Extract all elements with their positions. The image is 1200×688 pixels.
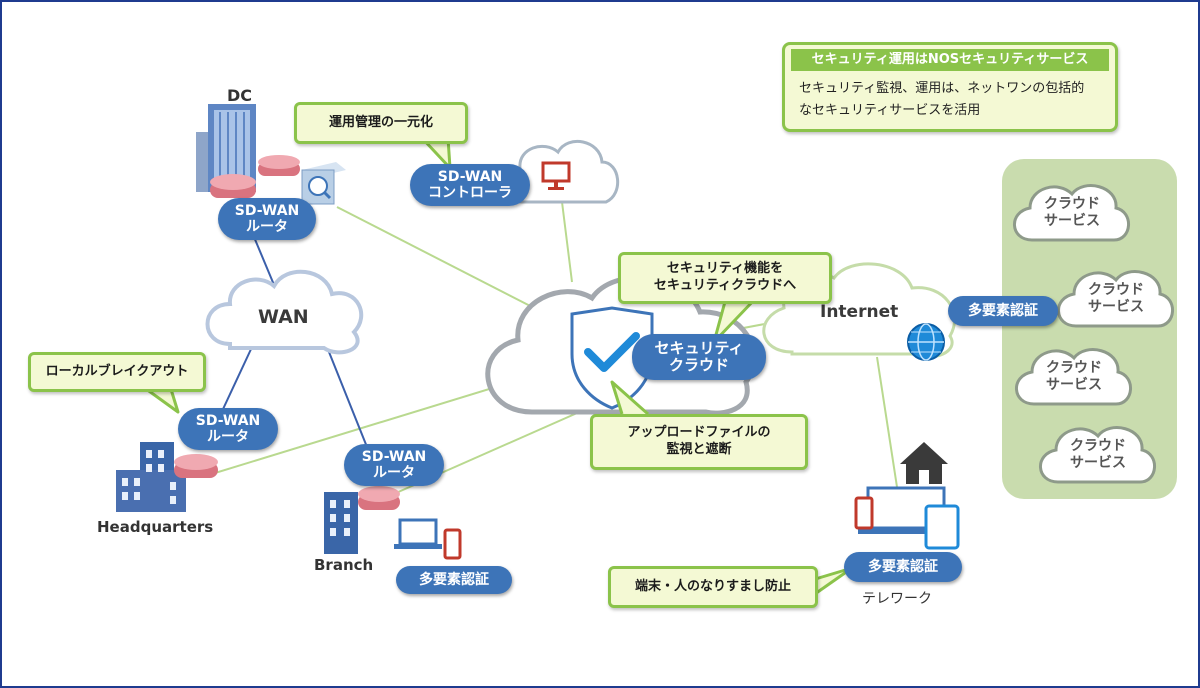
pill-line1: SD-WAN	[234, 202, 300, 219]
pill-line1: SD-WAN	[195, 412, 261, 429]
pill-line1: セキュリティ	[654, 338, 744, 357]
cloud-service-line1: クラウド	[1044, 196, 1100, 212]
cloud-service-line2: サービス	[1088, 298, 1144, 315]
info-box-body-line1: セキュリティ監視、運用は、ネットワンの包括的	[799, 81, 1085, 96]
firewall-icon	[301, 162, 346, 205]
cloud-service-shape-3	[1015, 348, 1132, 406]
hq-building-icon	[116, 442, 186, 512]
cloud-service-label-3: クラウド サービス	[1034, 360, 1114, 394]
cloud-service-shape-1	[1013, 184, 1130, 242]
callout-text: 運用管理の一元化	[328, 114, 433, 130]
cloud-service-line1: クラウド	[1088, 282, 1144, 298]
pill-line2: コントローラ	[428, 185, 512, 201]
tablet-icon	[924, 504, 960, 550]
router-icon	[174, 454, 218, 478]
smartphone-icon	[854, 496, 874, 530]
pill-line1: SD-WAN	[361, 448, 427, 465]
callout-text-line2: 監視と遮断	[666, 442, 732, 457]
router-icon	[358, 486, 400, 510]
router-icon	[210, 174, 256, 198]
callout-text-line2: セキュリティクラウドへ	[653, 278, 797, 293]
callout-tail-breakout	[141, 384, 180, 414]
pill-text: 多要素認証	[968, 302, 1038, 319]
cloud-service-line2: サービス	[1046, 376, 1102, 393]
house-icon	[900, 442, 948, 484]
pill-line2: ルータ	[246, 219, 288, 235]
cloud-service-line1: クラウド	[1070, 438, 1126, 454]
link-wan-branch	[326, 346, 368, 448]
dc-router-pill[interactable]: SD-WAN ルータ	[218, 198, 316, 240]
link-hq-security	[201, 381, 513, 478]
callout-text: 端末・人のなりすまし防止	[634, 578, 791, 594]
branch-router-pill[interactable]: SD-WAN ルータ	[344, 444, 444, 486]
cloud-service-line1: クラウド	[1046, 360, 1102, 376]
check-mark	[584, 332, 640, 372]
callout-upload-monitoring: アップロードファイルの 監視と遮断	[590, 414, 808, 470]
callout-text-line1: アップロードファイルの	[627, 425, 771, 441]
info-box-title: セキュリティ運用はNOSセキュリティサービス	[791, 49, 1109, 71]
callout-local-breakout: ローカルブレイクアウト	[28, 352, 206, 392]
callout-tail-upload	[610, 380, 649, 416]
pill-line2: クラウド	[668, 356, 729, 374]
pill-line2: ルータ	[207, 429, 249, 445]
site-label-telework: テレワーク	[862, 591, 932, 607]
info-box-body-line2: なセキュリティサービスを活用	[799, 103, 981, 118]
security-cloud-pill[interactable]: セキュリティ クラウド	[632, 334, 766, 380]
cloud-service-shape-2	[1057, 270, 1174, 328]
wan-cloud-shape	[205, 269, 364, 355]
site-label-dc: DC	[227, 86, 253, 105]
wan-label: WAN	[258, 306, 309, 328]
smartphone-icon	[443, 528, 462, 560]
hq-router-pill[interactable]: SD-WAN ルータ	[178, 408, 278, 450]
callout-text-line1: セキュリティ機能を	[666, 261, 784, 277]
cloud-service-line2: サービス	[1070, 454, 1126, 471]
cloud-service-shape-4	[1039, 426, 1156, 484]
callout-text: ローカルブレイクアウト	[45, 363, 189, 379]
router-icon	[258, 155, 300, 176]
info-box: セキュリティ運用はNOSセキュリティサービス セキュリティ監視、運用は、ネットワ…	[782, 42, 1118, 132]
controller-pill[interactable]: SD-WAN コントローラ	[410, 164, 530, 206]
pill-text: 多要素認証	[419, 571, 489, 588]
link-internet-telework	[876, 356, 898, 488]
callout-central-management: 運用管理の一元化	[294, 102, 468, 144]
pill-line1: SD-WAN	[437, 168, 503, 185]
callout-security-to-cloud: セキュリティ機能を セキュリティクラウドへ	[618, 252, 832, 304]
branch-building-icon	[324, 492, 358, 554]
pill-text: 多要素認証	[868, 558, 938, 575]
link-dc-security	[336, 206, 543, 313]
site-label-branch: Branch	[314, 556, 374, 574]
callout-impersonation-prevention: 端末・人のなりすまし防止	[608, 566, 818, 608]
internet-label: Internet	[820, 302, 899, 322]
cloud-service-label-1: クラウド サービス	[1032, 196, 1112, 230]
cloud-service-label-2: クラウド サービス	[1076, 282, 1156, 316]
globe-icon	[907, 323, 945, 361]
cloud-service-label-4: クラウド サービス	[1058, 438, 1138, 472]
site-label-headquarters: Headquarters	[97, 518, 214, 536]
mfa-internet-pill[interactable]: 多要素認証	[948, 296, 1058, 326]
cloud-services-panel	[1002, 159, 1177, 499]
monitor-icon	[541, 161, 571, 190]
pill-line2: ルータ	[373, 465, 415, 481]
mfa-telework-pill[interactable]: 多要素認証	[844, 552, 962, 582]
laptop-icon	[394, 518, 442, 549]
cloud-service-line2: サービス	[1044, 212, 1100, 229]
mfa-branch-pill[interactable]: 多要素認証	[396, 566, 512, 594]
link-controller-security	[561, 201, 573, 283]
